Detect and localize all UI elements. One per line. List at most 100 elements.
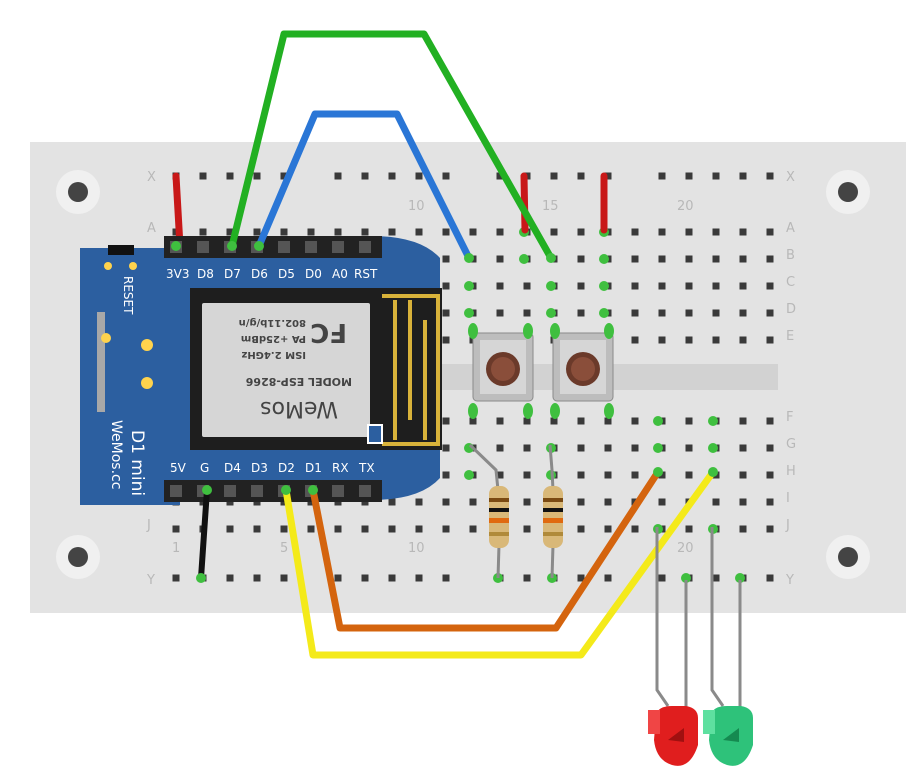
module-spec2: PA +25dBm [241,333,306,344]
breadboard-hole [550,172,558,180]
push-button-1 [468,323,534,419]
red-jumpers [172,172,608,250]
row-label-d: D [786,302,796,317]
breadboard-hole [739,172,747,180]
breadboard-hole [766,471,774,479]
breadboard-hole [712,574,720,582]
breadboard-hole [604,172,612,180]
row-label-f: F [786,410,793,425]
breadboard-hole [496,255,504,263]
breadboard-hole [388,498,396,506]
col-label-15-top: 15 [542,199,559,214]
breadboard-hole [523,282,531,290]
row-labels: X X Y Y A A B C D E F G H I J J [146,170,796,588]
breadboard-hole [280,172,288,180]
column-labels: 10 15 20 1 5 10 20 [172,199,694,556]
breadboard-hole [631,309,639,317]
breadboard-hole [361,525,369,533]
breadboard-hole [442,471,450,479]
active-hole [653,416,663,426]
active-hole [708,416,718,426]
breadboard-hole [739,282,747,290]
breadboard-hole [280,574,288,582]
breadboard-hole [577,525,585,533]
breadboard-hole [631,282,639,290]
breadboard-hole [442,282,450,290]
breadboard-hole [712,282,720,290]
breadboard-hole [226,525,234,533]
breadboard-hole [496,471,504,479]
row-label-h: H [786,464,796,479]
header-pin [170,485,182,497]
breadboard-hole [307,525,315,533]
active-hole [599,308,609,318]
breadboard-hole [442,417,450,425]
wire-endpoints [171,241,718,583]
header-pin [251,485,263,497]
breadboard-hole [712,336,720,344]
breadboard-hole [658,172,666,180]
breadboard-hole [658,255,666,263]
resistor-2 [543,444,563,579]
active-hole [681,573,691,583]
breadboard-hole [766,172,774,180]
breadboard-hole [766,525,774,533]
breadboard-hole [334,172,342,180]
module-model: MODEL ESP-8266 [245,375,352,388]
breadboard-hole [415,525,423,533]
header-pin [332,241,344,253]
breadboard-hole [685,417,693,425]
pin-label-rx: RX [332,461,349,475]
breadboard-hole [280,525,288,533]
pin-label-g: G [200,461,209,475]
breadboard-hole [334,574,342,582]
breadboard-hole [496,417,504,425]
pin-label-a0: A0 [332,267,348,281]
active-hole [708,443,718,453]
breadboard-hole [685,255,693,263]
breadboard-hole [658,228,666,236]
breadboard-hole [442,336,450,344]
breadboard-hole [469,498,477,506]
col-label-10-bottom: 10 [408,541,425,556]
mount-holes [56,170,870,579]
breadboard-hole [523,417,531,425]
breadboard-hole [442,172,450,180]
active-hole [735,573,745,583]
breadboard-hole [739,309,747,317]
breadboard-hole [604,444,612,452]
pin-label-3v3: 3V3 [166,267,189,281]
breadboard-hole [388,574,396,582]
breadboard-hole [766,574,774,582]
breadboard-hole [523,471,531,479]
breadboard-hole [577,255,585,263]
breadboard-hole [442,255,450,263]
breadboard-hole [712,498,720,506]
breadboard-hole [604,574,612,582]
breadboard-hole [577,444,585,452]
board-name: D1 mini [127,430,147,496]
breadboard-hole [172,574,180,582]
breadboard-hole [442,228,450,236]
breadboard-hole [577,417,585,425]
pin-label-d4: D4 [224,461,241,475]
breadboard-hole [631,336,639,344]
breadboard-hole [253,574,261,582]
breadboard-hole [604,417,612,425]
active-hole [464,308,474,318]
breadboard-hole [631,471,639,479]
header-pin [197,241,209,253]
breadboard-hole [712,228,720,236]
active-hole [653,443,663,453]
breadboard-hole [496,228,504,236]
wire-yellow [282,468,717,659]
pin-label-d7: D7 [224,267,241,281]
breadboard-hole [523,309,531,317]
breadboard-hole [739,417,747,425]
breadboard-hole [334,525,342,533]
col-label-20-top: 20 [677,199,694,214]
breadboard-hole [739,228,747,236]
pin-labels-bottom: 5V G D4 D3 D2 D1 RX TX [170,461,375,475]
breadboard-hole [415,228,423,236]
row-label-c: C [786,275,795,290]
